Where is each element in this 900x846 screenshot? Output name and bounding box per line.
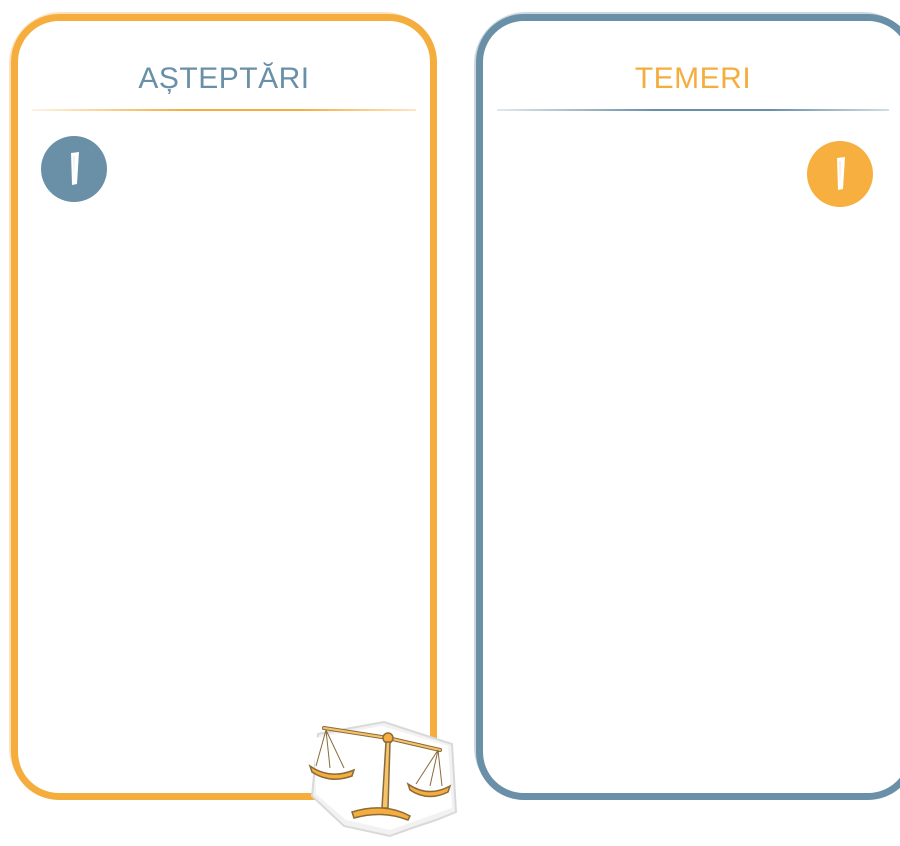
exclamation-icon xyxy=(41,136,107,202)
expectations-divider xyxy=(32,109,416,111)
expectations-panel: AȘTEPTĂRI xyxy=(11,14,437,800)
expectations-title: AȘTEPTĂRI xyxy=(18,62,430,96)
fears-divider xyxy=(497,109,889,111)
exclamation-icon xyxy=(807,141,873,207)
fears-title: TEMERI xyxy=(483,62,900,96)
fears-panel: TEMERI xyxy=(476,14,900,800)
balance-scale-icon xyxy=(304,716,464,846)
